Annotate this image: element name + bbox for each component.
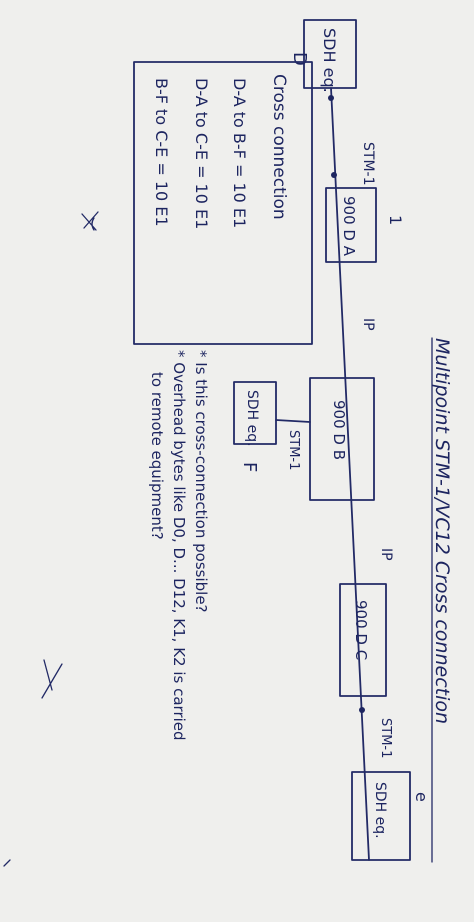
sdh-f-label: SDH eq. <box>244 390 260 447</box>
node-f-letter: F <box>239 462 260 472</box>
link-b-c-label: IP <box>378 548 394 561</box>
link-d-a-label: STM-1 <box>360 142 376 185</box>
question-line-1: * Is this cross-connection possible? <box>192 350 210 613</box>
stray-scribble-2 <box>41 659 63 699</box>
stray-mark <box>3 859 11 867</box>
node-900d-b: 900 D B <box>309 377 375 501</box>
link-a-b-label: IP <box>360 318 376 331</box>
link-b-f-line <box>275 419 311 423</box>
node-d-letter: D <box>289 52 310 66</box>
cross-connection-line-1: D-A to B-F = 10 E1 <box>230 78 249 228</box>
sdh-d-label: SDH eq. <box>320 28 339 93</box>
sdh-equipment-d: SDH eq. D <box>289 19 357 101</box>
sdh-equipment-f: SDH eq. F <box>233 381 277 472</box>
cross-connection-line-3: B-F to C-E = 10 E1 <box>152 78 171 227</box>
cross-connection-heading: Cross connection <box>269 74 289 220</box>
node-c-label: 900 D C <box>352 600 370 660</box>
node-900d-c: 900 D C <box>339 583 387 697</box>
question-line-2: * Overhead bytes like D0, D... D12, K1, … <box>170 350 188 741</box>
node-e-letter: e <box>412 792 431 802</box>
diagram-title: Multipoint STM-1/VC12 Cross connection <box>431 338 453 724</box>
stray-scribble-1 <box>81 211 99 231</box>
link-b-f-label: STM-1 <box>286 430 301 470</box>
node-b-label: 900 D B <box>330 400 348 460</box>
main-link-line <box>330 87 370 861</box>
sdh-e-label: SDH eq. <box>372 782 388 839</box>
cross-connection-line-2: D-A to C-E = 10 E1 <box>192 78 211 229</box>
node-a-label: 900 D A <box>340 196 358 257</box>
sdh-equipment-e: SDH eq. e <box>351 771 431 861</box>
cross-connection-box: Cross connection D-A to B-F = 10 E1 D-A … <box>133 61 313 345</box>
question-line-3: to remote equipment? <box>148 372 166 540</box>
link-c-e-label: STM-1 <box>378 718 393 758</box>
node-900d-a: 900 D A 1 <box>325 187 405 263</box>
node-a-tag: 1 <box>386 215 405 225</box>
